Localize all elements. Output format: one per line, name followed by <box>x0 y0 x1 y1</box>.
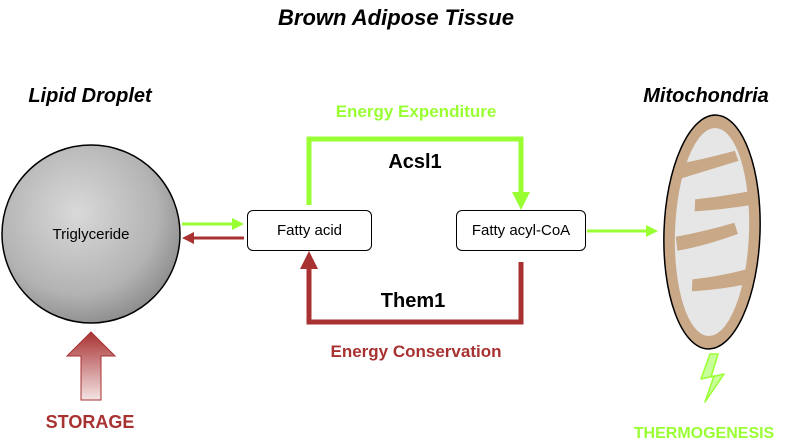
to-mitochondria-arrow <box>587 225 658 237</box>
energy-conservation-arrow <box>300 251 524 325</box>
thermogenesis-label: THERMOGENESIS <box>633 425 775 442</box>
fatty-acyl-coa-node: Fatty acyl-CoA <box>456 210 586 251</box>
energy-expenditure-arrow <box>306 136 530 210</box>
fatty-acyl-coa-label: Fatty acyl-CoA <box>471 222 571 239</box>
fatty-acid-label: Fatty acid <box>276 222 343 239</box>
triglyceride-label: Triglyceride <box>52 226 130 243</box>
acsl1-label: Acsl1 <box>388 151 442 173</box>
esterification-arrow <box>182 232 244 244</box>
storage-label: STORAGE <box>45 412 135 432</box>
mitochondrion-illustration <box>663 114 761 350</box>
storage-arrow <box>65 331 117 401</box>
release-arrow <box>182 218 244 230</box>
lipid-droplet-circle <box>1 144 181 324</box>
thermogenesis-bolt-icon <box>700 353 725 403</box>
energy-conservation-label: Energy Conservation <box>330 342 502 361</box>
mitochondria-heading: Mitochondria <box>643 85 769 107</box>
diagram-title: Brown Adipose Tissue <box>278 5 514 30</box>
energy-expenditure-label: Energy Expenditure <box>335 102 497 121</box>
fatty-acid-node: Fatty acid <box>247 210 372 251</box>
lipid-droplet-heading: Lipid Droplet <box>28 85 152 107</box>
them1-label: Them1 <box>380 290 446 312</box>
